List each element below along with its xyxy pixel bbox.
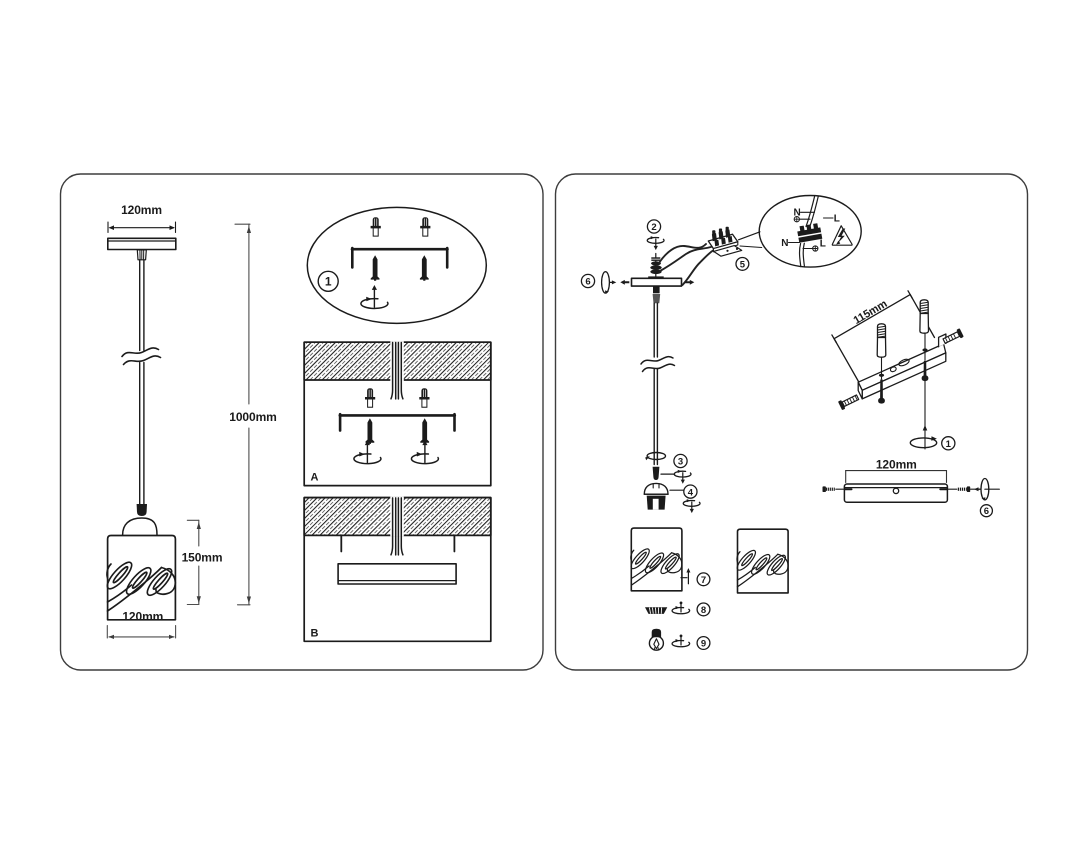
- svg-text:3: 3: [678, 457, 683, 468]
- svg-text:1000mm: 1000mm: [229, 410, 276, 424]
- svg-text:6: 6: [984, 506, 989, 517]
- svg-text:8: 8: [701, 605, 706, 616]
- svg-text:N: N: [781, 238, 788, 249]
- svg-text:6: 6: [585, 277, 590, 288]
- svg-text:9: 9: [701, 639, 706, 650]
- svg-text:120mm: 120mm: [876, 458, 917, 472]
- svg-text:L: L: [820, 239, 826, 250]
- svg-text:7: 7: [701, 575, 706, 586]
- svg-text:2: 2: [651, 222, 656, 233]
- svg-text:4: 4: [688, 487, 694, 498]
- svg-text:1: 1: [325, 275, 332, 289]
- svg-text:120mm: 120mm: [121, 203, 162, 217]
- svg-text:120mm: 120mm: [122, 610, 163, 624]
- svg-text:5: 5: [740, 260, 746, 271]
- svg-text:150mm: 150mm: [182, 551, 223, 565]
- svg-text:B: B: [311, 628, 319, 640]
- svg-text:1: 1: [946, 439, 952, 450]
- svg-text:L: L: [834, 214, 840, 225]
- svg-text:A: A: [311, 472, 319, 484]
